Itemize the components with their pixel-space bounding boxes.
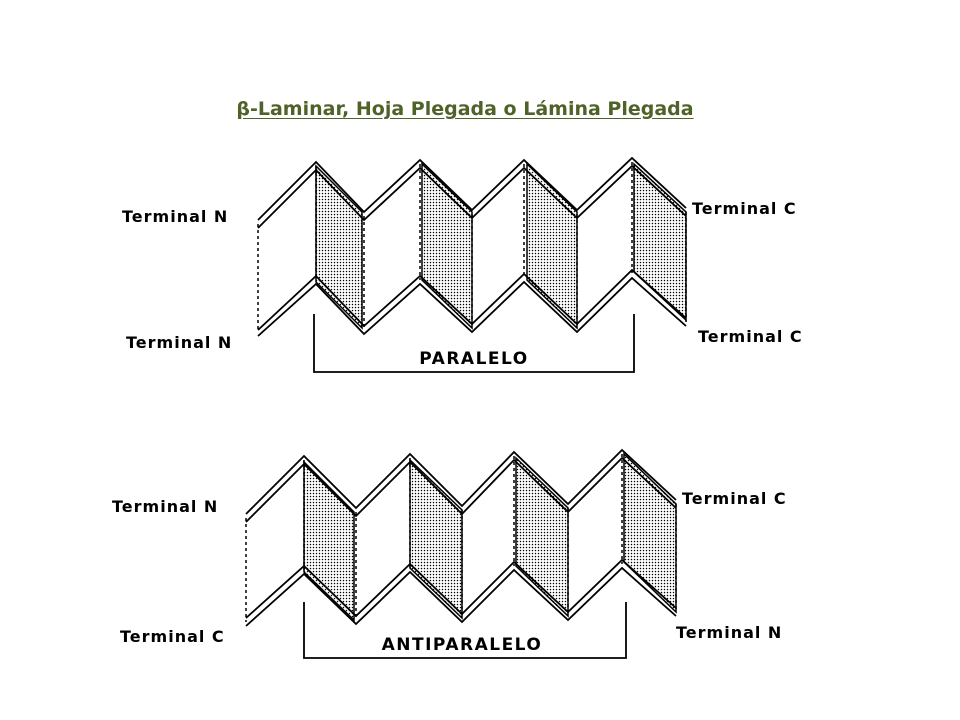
- shaded-panel: [623, 452, 677, 614]
- slide-title: β-Laminar, Hoja Plegada o Lámina Plegada: [236, 98, 694, 120]
- terminal-label-left-top: Terminal N: [122, 207, 228, 226]
- bracket-label: ANTIPARALELO: [382, 635, 543, 655]
- terminal-label-left-bottom: Terminal N: [126, 333, 232, 352]
- top-edge: [245, 448, 677, 523]
- top-edge: [257, 156, 687, 229]
- terminal-label-right-bottom: Terminal N: [676, 623, 782, 642]
- sheet-parallel: PARALELO Terminal N Terminal N Terminal …: [122, 156, 803, 373]
- terminal-label-left-top: Terminal N: [112, 497, 218, 516]
- bracket-label: PARALELO: [419, 349, 528, 369]
- shaded-panel: [421, 162, 473, 330]
- shaded-panel: [526, 162, 578, 330]
- sheet-antiparallel: ANTIPARALELO Terminal N Terminal C Termi…: [112, 448, 787, 659]
- shaded-panel: [409, 458, 463, 620]
- shaded-panel: [633, 162, 687, 322]
- terminal-label-right-bottom: Terminal C: [698, 327, 803, 346]
- fold-lines: [245, 454, 677, 622]
- bracket: [303, 602, 627, 659]
- shaded-panel: [515, 456, 569, 618]
- terminal-label-right-top: Terminal C: [692, 199, 797, 218]
- shaded-panel: [303, 460, 355, 622]
- terminal-label-left-bottom: Terminal C: [120, 627, 225, 646]
- shaded-panel: [315, 164, 363, 330]
- bracket: [313, 314, 635, 373]
- fold-lines: [257, 162, 687, 332]
- terminal-label-right-top: Terminal C: [682, 489, 787, 508]
